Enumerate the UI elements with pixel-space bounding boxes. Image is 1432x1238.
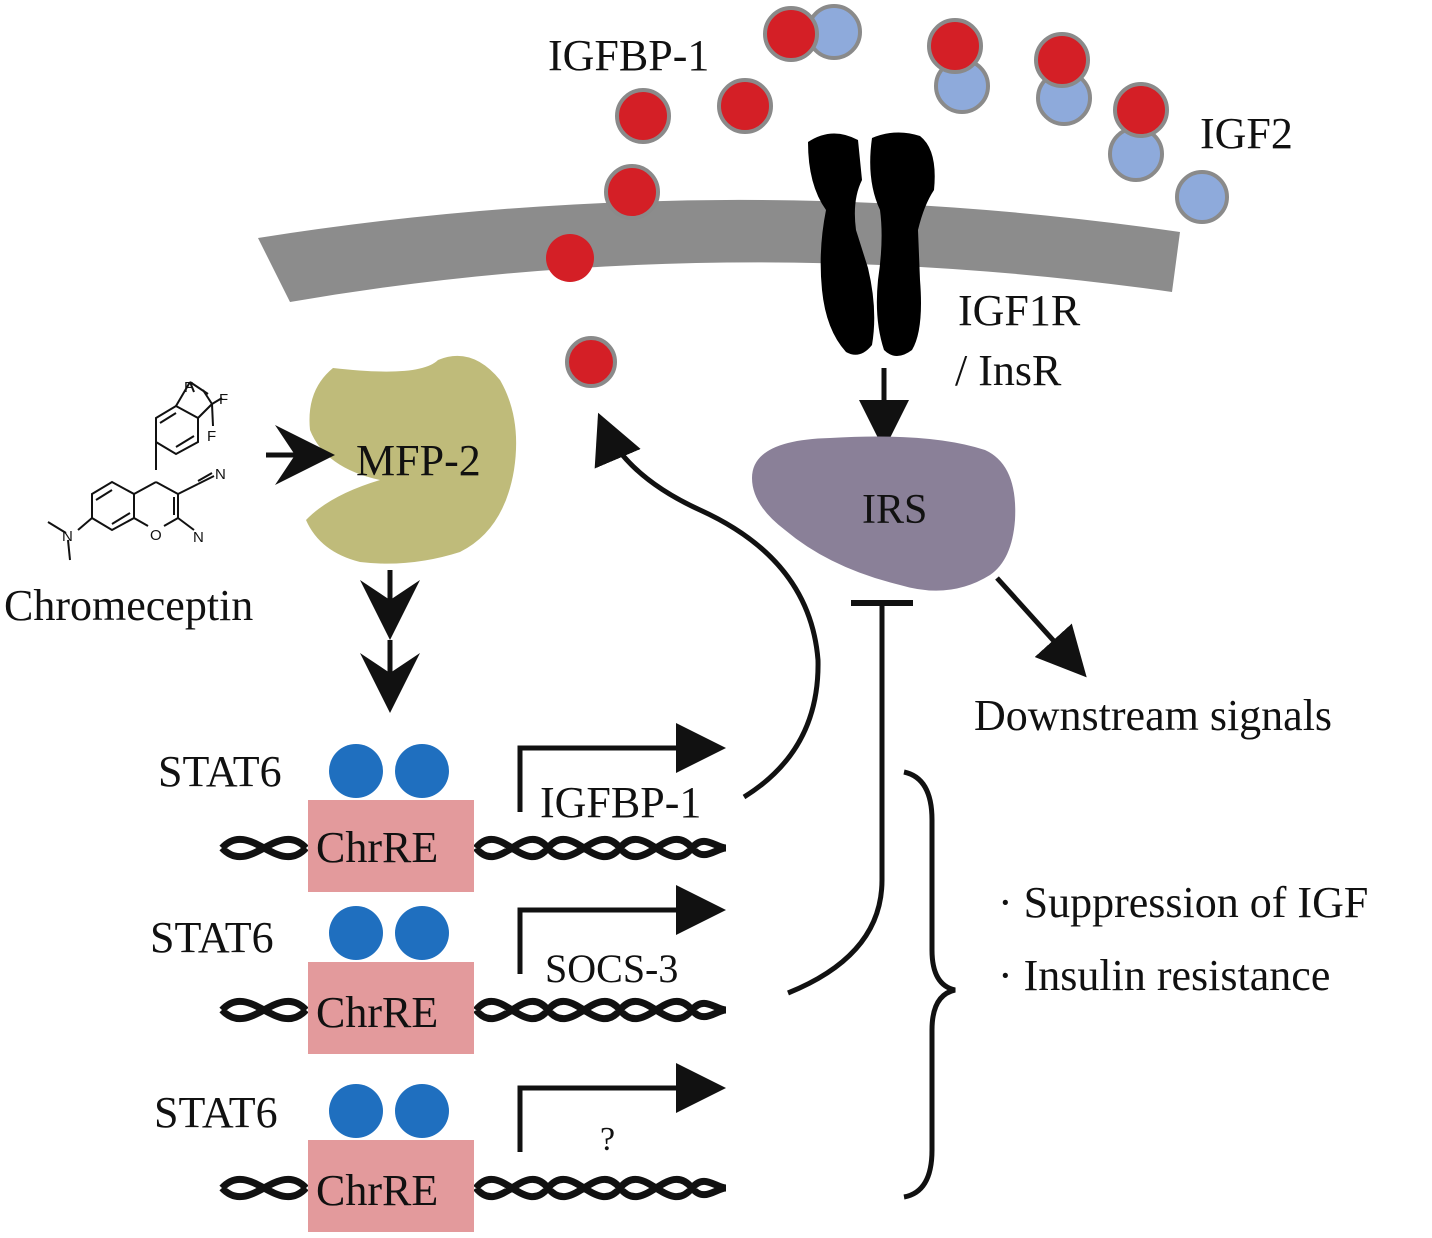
stat6-monomer [329,1084,383,1138]
cell-membrane [258,199,1180,302]
igfbp1-ball [615,88,671,144]
igfbp1-ball [1113,82,1169,138]
gene-label: ? [600,1121,615,1158]
downstream-signals-label: Downstream signals [974,691,1332,740]
mfp2-label: MFP-2 [356,436,481,485]
socs3-inhibits-irs [787,604,885,996]
igfbp1-molecules [546,6,1169,388]
chrre-box [308,1140,474,1232]
dna-helix [219,835,727,861]
gene-row-socs3 [219,885,727,1054]
igfbp1-secretion-arrow [594,412,821,800]
igf1r-label: IGF1R [958,286,1081,335]
chrre-label: ChrRE [316,988,438,1037]
atom-n-nitrile: N [215,466,226,483]
chrre-box [308,800,474,892]
stat6-label: STAT6 [158,747,282,796]
igf1r-receptor [808,132,935,356]
igf2-label: IGF2 [1200,109,1293,158]
chrre-label: ChrRE [316,823,438,872]
stat6-label: STAT6 [154,1088,278,1137]
dna-helix [219,997,727,1023]
stat6-label: STAT6 [150,913,274,962]
gene-label: SOCS-3 [545,946,678,991]
irs-label: IRS [862,487,927,533]
insr-label: / InsR [955,346,1062,395]
effect-insulin-resistance-label: · Insulin resistance [998,951,1330,1000]
dna-helix [219,1175,727,1201]
irs-to-downstream-arrow [995,576,1087,678]
atom-f2: F [219,391,228,408]
stat6-monomer [395,1084,449,1138]
atom-o-ring: O [150,527,162,544]
chromeceptin-structure [47,381,223,561]
mfp2-protein [306,355,517,564]
gene-label: IGFBP-1 [540,778,701,827]
stat6-monomer [329,906,383,960]
irs-protein [752,436,1016,591]
chrre-box [308,962,474,1054]
igfbp1-ball [565,336,617,388]
stat6-monomer [395,744,449,798]
gene-row-igfbp1 [219,723,727,892]
transcription-start-arrow [517,1063,726,1152]
stat6-monomer [395,906,449,960]
atom-n-amine: N [62,528,73,545]
transcription-start-arrow [517,885,726,974]
grouping-brace [903,769,956,1200]
atom-f1: F [184,379,193,396]
igfbp1-ball [1034,32,1090,88]
igfbp1-ball [927,18,983,74]
igf2-ball [1175,170,1229,224]
chrre-label: ChrRE [316,1166,438,1215]
igfbp1-ball [763,6,819,62]
igfbp1-ball [604,164,660,220]
igfbp1-top-label: IGFBP-1 [548,31,709,80]
atom-f3: F [207,428,216,445]
effect-suppression-label: · Suppression of IGF [998,878,1368,927]
igfbp1-ball [546,234,594,282]
chromeceptin-label: Chromeceptin [4,581,253,630]
atom-n-ring: N [193,529,204,546]
transcription-start-arrow [517,723,726,812]
igfbp1-ball [717,78,773,134]
gene-row-unknown [219,1063,727,1232]
stat6-monomer [329,744,383,798]
